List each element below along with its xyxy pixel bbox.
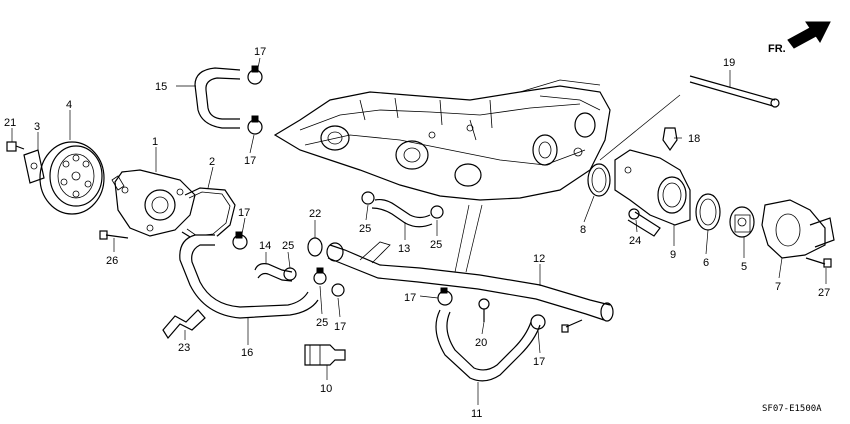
hose-clamp-25b: [331, 283, 345, 297]
pipe-end-bolt: [561, 319, 583, 333]
callout-17-pump: 17: [238, 207, 250, 219]
callout-27: 27: [818, 287, 830, 299]
callout-17-return: 17: [404, 292, 416, 304]
stud-bolt: [689, 75, 780, 108]
callout-23: 23: [178, 342, 190, 354]
diagram-code: SF07-E1500A: [762, 404, 822, 414]
callout-labels: 4 3 21 1 2 15 17 17 17 14 25 16 23 26 22…: [4, 46, 830, 420]
o-ring: [307, 237, 323, 257]
water-pump: [111, 169, 196, 237]
hose-clamp-13a: [361, 191, 375, 205]
callout-25-lower: 25: [316, 317, 328, 329]
front-label: FR.: [768, 43, 786, 55]
callout-4: 4: [66, 99, 72, 111]
housing-bolt: [628, 208, 640, 220]
callout-3: 3: [34, 121, 40, 133]
hose-clamp-11a: [437, 287, 453, 306]
callout-17-lower: 17: [334, 321, 346, 333]
callout-5: 5: [741, 261, 747, 273]
callout-24: 24: [629, 235, 641, 247]
callout-20: 20: [475, 337, 487, 349]
thermostat-gasket: [695, 193, 721, 231]
callout-1: 1: [152, 136, 158, 148]
thermo-switch: [662, 127, 678, 152]
callout-19: 19: [723, 57, 735, 69]
return-hose: [435, 309, 541, 382]
cylinder-head: [273, 79, 611, 201]
callout-14: 14: [259, 240, 271, 252]
pulley-bolt: [6, 141, 25, 152]
pulley-washer: [23, 149, 45, 184]
callout-12: 12: [533, 253, 545, 265]
crank-pulley: [39, 141, 105, 215]
hose-clamp-pump: [232, 231, 248, 250]
hose-clip: [162, 309, 206, 340]
callout-22: 22: [309, 208, 321, 220]
thermostat-housing-gasket: [587, 163, 611, 197]
callout-13: 13: [398, 243, 410, 255]
callout-25-heater-b: 25: [430, 239, 442, 251]
hose-clamp-25a: [313, 267, 327, 285]
leader-lines: [11, 57, 827, 405]
callout-9: 9: [670, 249, 676, 261]
callout-6: 6: [703, 257, 709, 269]
lower-hose: [179, 234, 319, 319]
callout-26: 26: [106, 255, 118, 267]
callout-25-small: 25: [282, 240, 294, 252]
pump-bolt: [99, 230, 129, 240]
callout-15: 15: [155, 81, 167, 93]
callout-16: 16: [241, 347, 253, 359]
callout-10: 10: [320, 383, 332, 395]
hose-clamp-small: [283, 267, 297, 281]
callout-11: 11: [471, 408, 482, 420]
hose-clamp-top-2: [247, 115, 263, 135]
callout-17-upper-hose: 17: [244, 155, 256, 167]
heater-hose: [371, 198, 433, 228]
callout-18: 18: [688, 133, 700, 145]
callout-25-heater-a: 25: [359, 223, 371, 235]
thermostat: [729, 206, 755, 238]
pipe-bolt: [478, 298, 490, 322]
cover-bolt: [805, 257, 832, 268]
thermostat-cover: [761, 199, 835, 259]
thermostat-housing: [614, 149, 691, 237]
bypass-hose-upper: [194, 67, 241, 129]
front-direction-arrow: FR.: [768, 21, 831, 55]
callout-2: 2: [209, 156, 215, 168]
hose-clamp-11b: [530, 314, 546, 330]
callout-8: 8: [580, 224, 586, 236]
callout-17-top: 17: [254, 46, 266, 58]
callout-21: 21: [4, 117, 16, 129]
water-pipe: [326, 241, 614, 322]
hose-clamp-top-1: [247, 65, 263, 85]
temperature-sensor: [304, 344, 346, 366]
callout-17-pipe: 17: [533, 356, 545, 368]
callout-7: 7: [775, 281, 781, 293]
small-bypass-hose: [254, 263, 293, 282]
hose-clamp-13b: [430, 205, 444, 219]
